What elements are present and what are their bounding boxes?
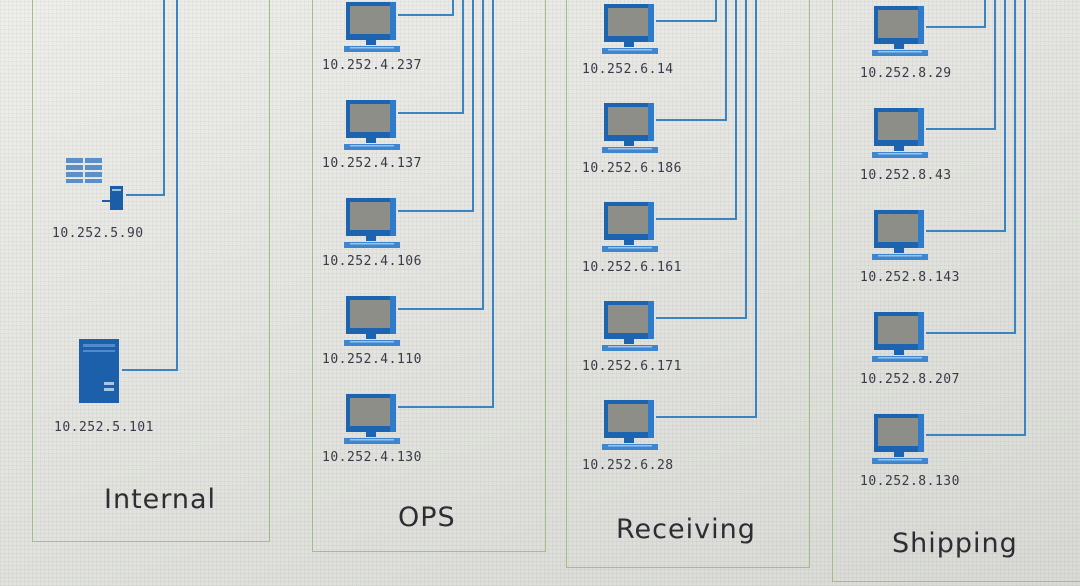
connection-line: [926, 230, 1004, 232]
connection-line: [1014, 0, 1016, 334]
connection-line: [398, 406, 492, 408]
connection-line: [126, 194, 165, 196]
device-ip-label: 10.252.5.90: [52, 226, 144, 241]
host-ip-label: 10.252.6.14: [582, 62, 674, 77]
workstation-icon: [598, 200, 666, 258]
host-ip-label: 10.252.4.137: [322, 156, 422, 171]
host-ip-label: 10.252.6.186: [582, 161, 682, 176]
connection-line: [492, 0, 494, 408]
connection-line: [745, 0, 747, 319]
zone-label-internal: Internal: [104, 484, 217, 515]
workstation-icon: [598, 101, 666, 159]
database-server-icon: [64, 156, 130, 214]
connection-line: [926, 434, 1024, 436]
connection-line: [725, 0, 727, 121]
connection-line: [398, 112, 462, 114]
workstation-icon: [598, 2, 666, 60]
connection-line: [926, 332, 1014, 334]
host-ip-label: 10.252.6.28: [582, 458, 674, 473]
host-ip-label: 10.252.6.171: [582, 359, 682, 374]
connection-line: [398, 210, 472, 212]
connection-line: [656, 20, 715, 22]
workstation-icon: [340, 0, 408, 58]
host-ip-label: 10.252.4.106: [322, 254, 422, 269]
connection-line: [482, 0, 484, 310]
server-icon: [78, 338, 120, 404]
connection-line: [452, 0, 454, 16]
zone-shipping: [832, 0, 1080, 582]
connection-line: [926, 26, 984, 28]
host-ip-label: 10.252.8.207: [860, 372, 960, 387]
connection-line: [656, 119, 725, 121]
workstation-icon: [340, 98, 408, 156]
workstation-icon: [868, 4, 936, 62]
connection-line: [984, 0, 986, 28]
workstation-icon: [340, 392, 408, 450]
zone-label-ops: OPS: [398, 502, 456, 533]
host-ip-label: 10.252.8.43: [860, 168, 952, 183]
connection-line: [715, 0, 717, 22]
device-ip-label: 10.252.5.101: [54, 420, 154, 435]
workstation-icon: [340, 294, 408, 352]
zone-label-receiving: Receiving: [616, 514, 756, 545]
connection-line: [656, 416, 755, 418]
connection-line: [1024, 0, 1026, 436]
workstation-icon: [868, 412, 936, 470]
connection-line: [462, 0, 464, 114]
connection-line: [122, 369, 178, 371]
host-ip-label: 10.252.8.130: [860, 474, 960, 489]
host-ip-label: 10.252.8.29: [860, 66, 952, 81]
host-ip-label: 10.252.6.161: [582, 260, 682, 275]
connection-line: [398, 308, 482, 310]
connection-line: [163, 0, 165, 195]
connection-line: [994, 0, 996, 130]
host-ip-label: 10.252.8.143: [860, 270, 960, 285]
connection-line: [755, 0, 757, 418]
zone-internal: [32, 0, 270, 542]
workstation-icon: [598, 398, 666, 456]
host-ip-label: 10.252.4.237: [322, 58, 422, 73]
connection-line: [735, 0, 737, 220]
workstation-icon: [340, 196, 408, 254]
workstation-icon: [868, 106, 936, 164]
zone-ops: [312, 0, 546, 552]
zone-receiving: [566, 0, 810, 568]
connection-line: [656, 317, 745, 319]
workstation-icon: [868, 310, 936, 368]
connection-line: [926, 128, 994, 130]
workstation-icon: [868, 208, 936, 266]
connection-line: [656, 218, 735, 220]
connection-line: [176, 0, 178, 370]
zone-label-shipping: Shipping: [892, 528, 1018, 559]
host-ip-label: 10.252.4.130: [322, 450, 422, 465]
connection-line: [1004, 0, 1006, 232]
connection-line: [472, 0, 474, 212]
connection-line: [398, 14, 452, 16]
workstation-icon: [598, 299, 666, 357]
host-ip-label: 10.252.4.110: [322, 352, 422, 367]
